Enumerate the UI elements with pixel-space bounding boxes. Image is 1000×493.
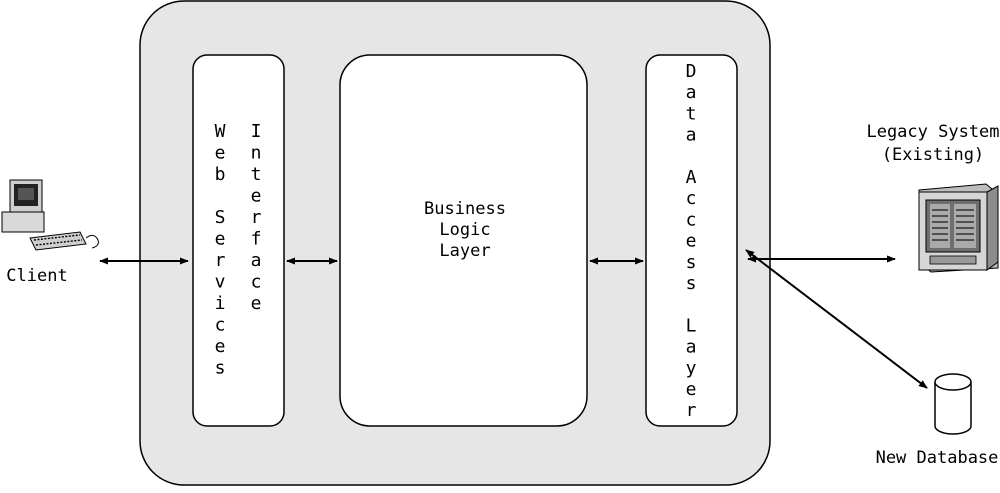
new-database-label: New Database [876,448,999,468]
business-logic-label-line-1: Business [424,199,506,219]
web-services-letter: b [215,164,226,185]
data-access-layer-letter: L [686,315,697,336]
data-access-layer-letter: a [686,337,697,358]
web-services-letter: v [215,272,226,293]
data-access-layer-letter: A [686,167,697,188]
web-services-letter: r [215,250,226,271]
data-access-to-database-arrow [745,249,928,389]
database-cylinder-icon [934,373,972,435]
business-logic-label-line-2: Logic [439,220,490,240]
interface-letter: f [251,229,262,250]
server-tower-icon [918,183,999,273]
data-access-layer-letter: t [686,103,697,124]
data-access-layer-letter: c [686,188,697,209]
data-access-layer-letter: a [686,82,697,103]
interface-letter: t [251,164,262,185]
client-label: Client [6,266,67,286]
web-services-letter: e [215,229,226,250]
web-services-letter: S [215,207,226,228]
business-logic-label-line-3: Layer [439,241,490,261]
web-services-letter: W [215,121,226,142]
legacy-system-label-line-1: Legacy System [866,122,999,142]
data-access-layer-letter: c [686,209,697,230]
legacy-system-label-line-2: (Existing) [882,145,984,165]
business-logic-layer-box [339,54,588,427]
data-access-layer-letter: s [686,273,697,294]
web-services-letter: e [215,336,226,357]
data-access-layer-letter: r [686,400,697,421]
interface-letter: e [251,186,262,207]
interface-letter: e [251,293,262,314]
data-access-layer-letter: y [686,358,697,379]
data-access-layer-letter: e [686,379,697,400]
data-access-layer-letter: s [686,252,697,273]
desktop-computer-icon [1,179,99,251]
interface-letter: c [251,272,262,293]
web-services-interface-box [192,54,285,427]
web-services-letter: s [215,358,226,379]
web-services-letter: i [215,293,226,314]
data-access-layer-box [645,54,738,427]
web-services-letter: c [215,315,226,336]
web-services-letter: e [215,143,226,164]
data-access-layer-letter: a [686,125,697,146]
data-access-layer-letter: e [686,231,697,252]
interface-letter: a [251,250,262,271]
interface-letter: r [251,207,262,228]
interface-letter: n [251,143,262,164]
data-access-layer-letter: D [686,61,697,82]
interface-letter: I [251,121,262,142]
